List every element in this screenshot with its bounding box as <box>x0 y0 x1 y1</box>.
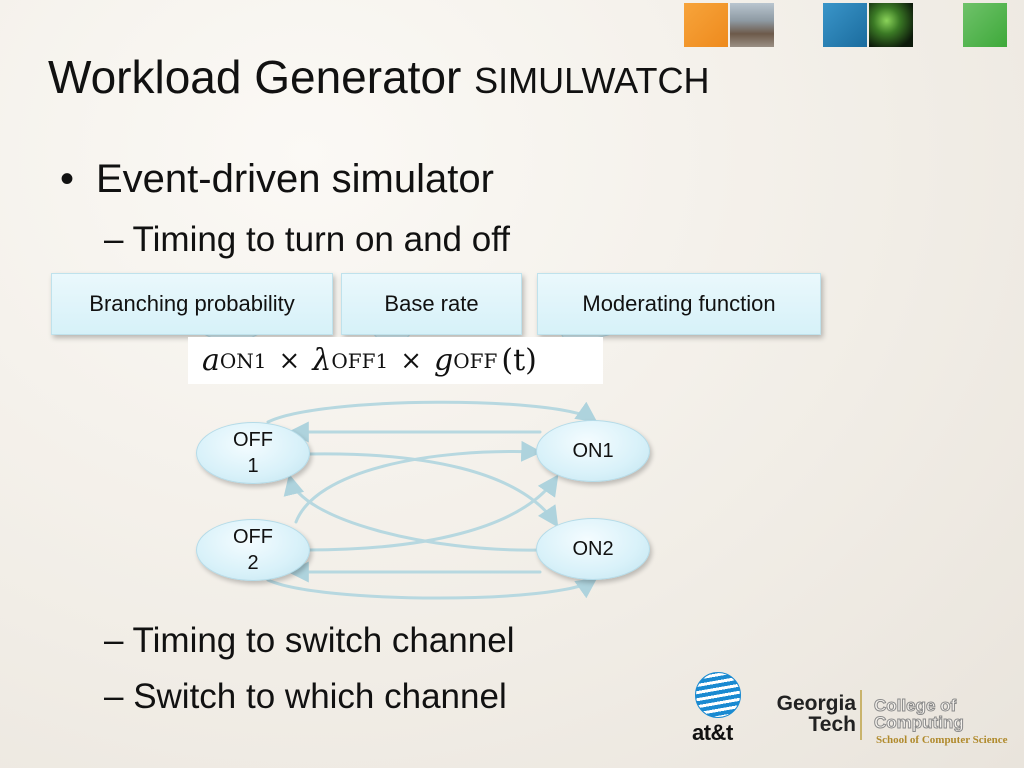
slide-title-small: SIMULWATCH <box>474 60 710 101</box>
node-off2-label: OFF 2 <box>233 526 273 574</box>
formula-lambda-sub: OFF1 <box>331 348 389 373</box>
arrow-off1-to-on2 <box>306 452 559 528</box>
att-logo-text: at&t <box>692 720 733 745</box>
header-tile-blue <box>823 3 867 47</box>
arrow-off2-to-on1 <box>306 474 559 552</box>
slide-title: Workload Generator SIMULWATCH <box>48 50 709 104</box>
header-tile-green <box>963 3 1007 47</box>
header-photo-campus <box>730 3 774 47</box>
arrow-off1-to-on1-top <box>266 400 598 424</box>
formula-g: g <box>434 343 454 378</box>
callout-moderating-label: Moderating function <box>582 291 776 316</box>
callout-branching-label: Branching probability <box>89 291 295 316</box>
bullet-main-text: Event-driven simulator <box>96 157 494 201</box>
sub-bullet-switch-timing: – Timing to switch channel <box>104 621 515 660</box>
bullet-main: • Event-driven simulator <box>60 157 494 202</box>
formula-times-1: × <box>278 345 301 376</box>
att-logo: at&t <box>692 672 742 745</box>
callout-moderating-function: Moderating function <box>537 273 821 335</box>
coc-line1: College of <box>874 696 957 715</box>
formula-a-sub: ON1 <box>219 348 267 373</box>
formula-times-2: × <box>400 345 422 376</box>
gt-line1: Georgia <box>776 692 856 715</box>
coc-line2: Computing <box>874 713 965 732</box>
formula-a: a <box>202 343 220 378</box>
node-off2: OFF 2 <box>196 519 310 581</box>
node-off1-label: OFF 1 <box>233 429 273 477</box>
arrow-on2-to-off1 <box>283 473 540 552</box>
gt-line2: Tech <box>808 713 856 736</box>
formula-g-sub: OFF <box>453 348 498 373</box>
sub-bullet-switch-which: – Switch to which channel <box>104 677 507 716</box>
bullet-dot: • <box>60 157 75 201</box>
sub-bullet-on-off: – Timing to turn on and off <box>104 220 511 259</box>
header-photo-network <box>869 3 913 47</box>
att-globe-icon <box>695 672 741 718</box>
node-on1: ON1 <box>536 420 650 482</box>
formula-arg: (t) <box>501 343 537 378</box>
logo-divider <box>860 690 862 740</box>
formula-lambda: λ <box>312 343 332 378</box>
school-of-cs-text: School of Computer Science <box>876 734 1008 746</box>
arrow-off2-to-on1-curve <box>294 440 543 524</box>
header-tile-orange <box>684 3 728 47</box>
node-off1: OFF 1 <box>196 422 310 484</box>
node-on1-label: ON1 <box>572 440 614 462</box>
slide-title-main: Workload Generator <box>48 51 475 103</box>
arrow-off2-to-on2-bottom <box>266 577 598 600</box>
callout-base-rate-label: Base rate <box>384 291 479 316</box>
node-on2-label: ON2 <box>572 538 614 560</box>
node-on2: ON2 <box>536 518 650 580</box>
callout-base-rate: Base rate <box>341 273 522 335</box>
callout-branching-probability: Branching probability <box>51 273 333 335</box>
